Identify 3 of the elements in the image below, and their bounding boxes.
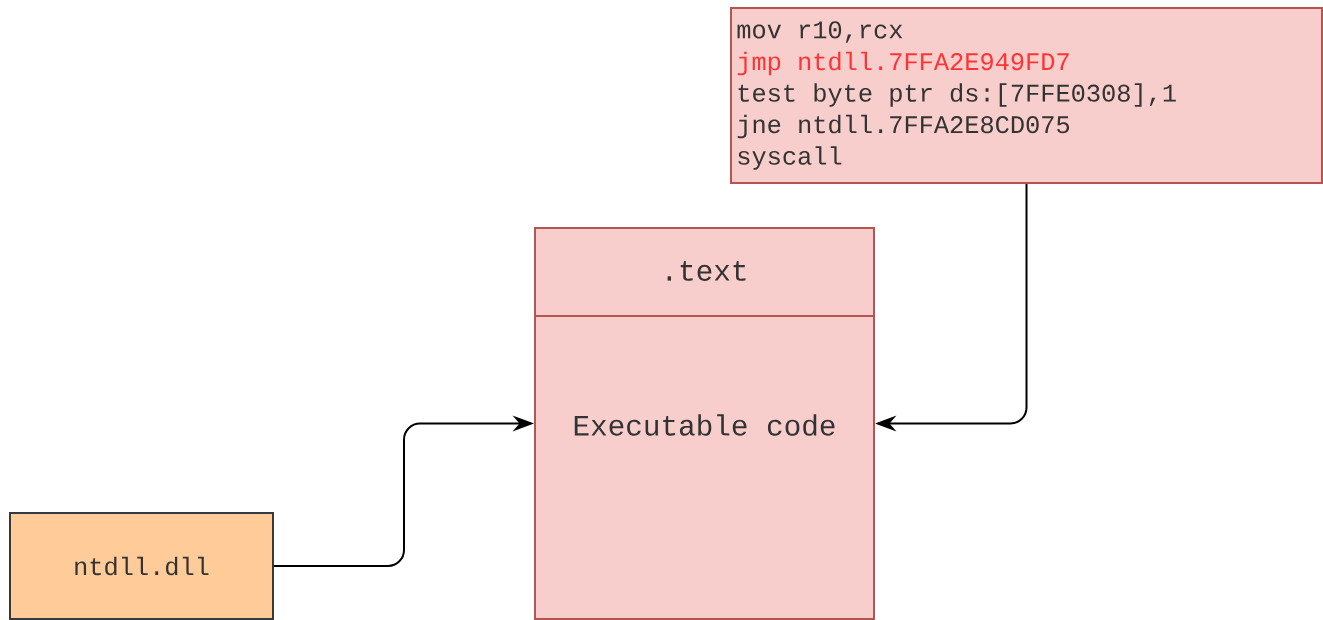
code-box: mov r10,rcx jmp ntdll.7FFA2E949FD7 test byte ptr ds:[7FFE0308],1 jne ntdll.7FFA2E8CD075 syscall bbox=[730, 7, 1323, 184]
section-box: .text Executable code bbox=[534, 227, 875, 620]
module-box: ntdll.dll bbox=[9, 512, 274, 620]
